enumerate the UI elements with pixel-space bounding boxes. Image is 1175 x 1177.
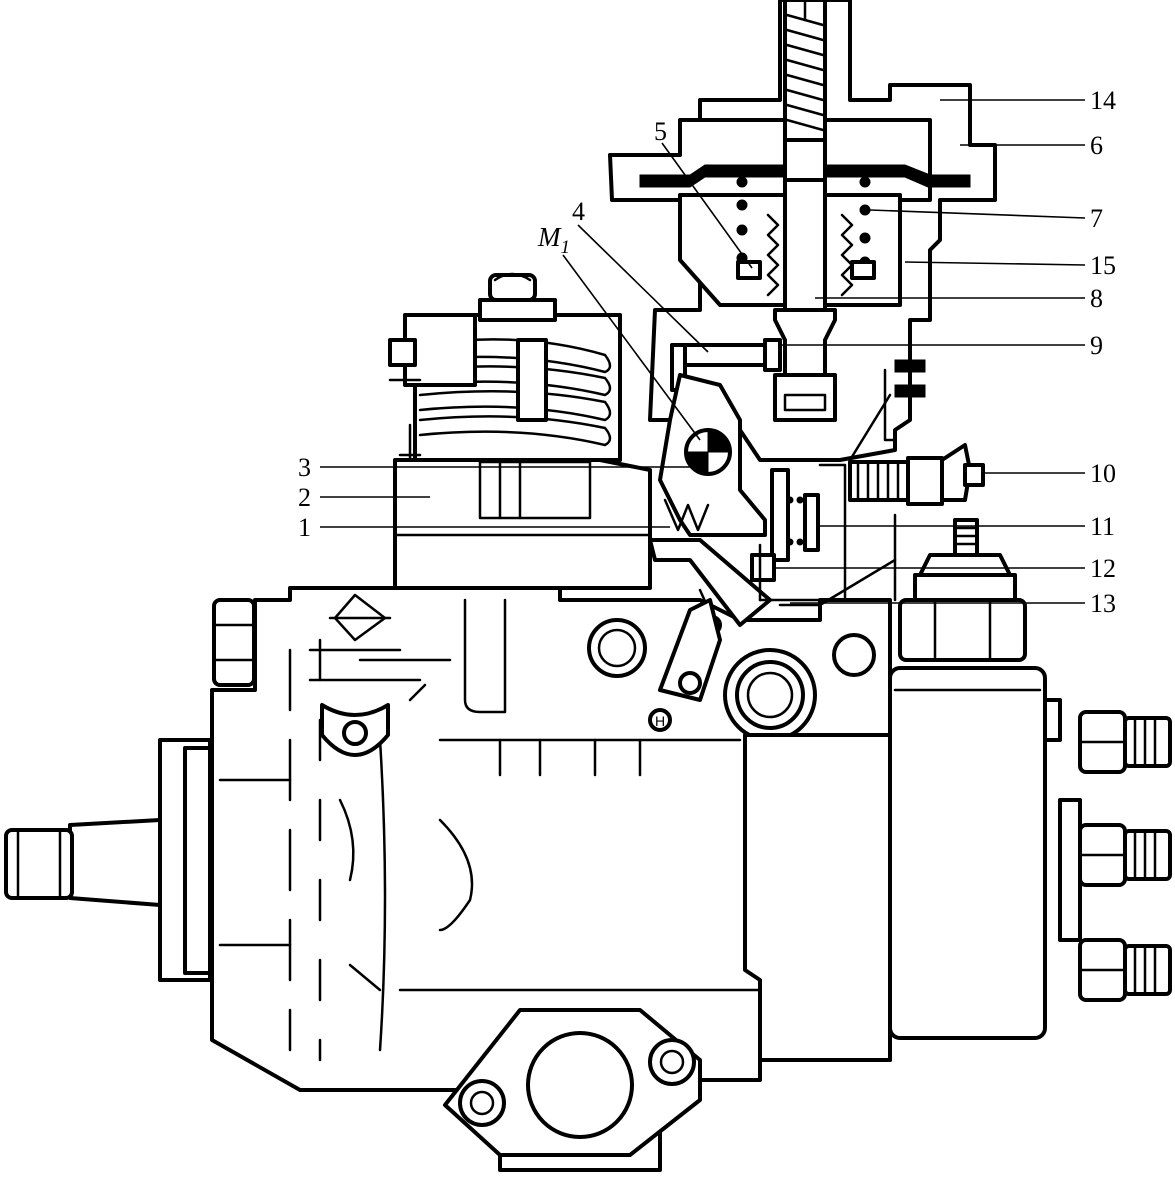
delivery-fitting-middle — [1058, 798, 1172, 942]
diaphragm — [639, 138, 971, 188]
stop-tab — [750, 513, 897, 607]
marker-letter: H — [655, 713, 665, 729]
pivot-bosses: H — [587, 618, 876, 742]
delivery-fitting-upper — [1078, 710, 1172, 774]
timing-mark — [320, 593, 392, 757]
solenoid-coil — [388, 272, 622, 462]
delivery-fittings — [1058, 710, 1172, 1002]
spring-seat — [736, 213, 876, 297]
label-m1: M1 — [537, 222, 570, 258]
delivery-fitting-lower — [1078, 938, 1172, 1002]
hydraulic-head — [743, 666, 1062, 1062]
adjusting-screw — [783, 0, 827, 147]
drive-shaft — [4, 738, 212, 982]
return-spring — [758, 463, 847, 602]
label-13: 13 — [1090, 589, 1116, 618]
label-4: 4 — [572, 197, 585, 226]
label-5: 5 — [654, 117, 667, 146]
label-14: 14 — [1090, 86, 1116, 115]
housing-nut — [212, 598, 256, 687]
label-7: 7 — [1090, 204, 1103, 233]
label-1: 1 — [298, 513, 311, 542]
lever-assembly — [648, 373, 772, 702]
mounting-flange — [443, 1008, 702, 1157]
label-10: 10 — [1090, 459, 1116, 488]
label-9: 9 — [1090, 331, 1103, 360]
label-8: 8 — [1090, 284, 1103, 313]
housing-seals — [848, 359, 926, 462]
label-2: 2 — [298, 483, 311, 512]
label-11: 11 — [1090, 512, 1115, 541]
label-12: 12 — [1090, 554, 1116, 583]
label-m1-sub: 1 — [561, 237, 571, 258]
leader-lines — [320, 99, 1086, 604]
callout-labels: 1 2 3 4 5 6 7 8 9 10 11 12 13 14 15 M1 — [298, 86, 1116, 618]
label-3: 3 — [298, 453, 311, 482]
internal-contours — [218, 598, 832, 1062]
stop-screw — [848, 443, 985, 506]
label-6: 6 — [1090, 131, 1103, 160]
head-nut — [898, 518, 1027, 662]
label-15: 15 — [1090, 251, 1116, 280]
label-m1-main: M — [537, 222, 562, 252]
push-rod — [773, 178, 837, 422]
